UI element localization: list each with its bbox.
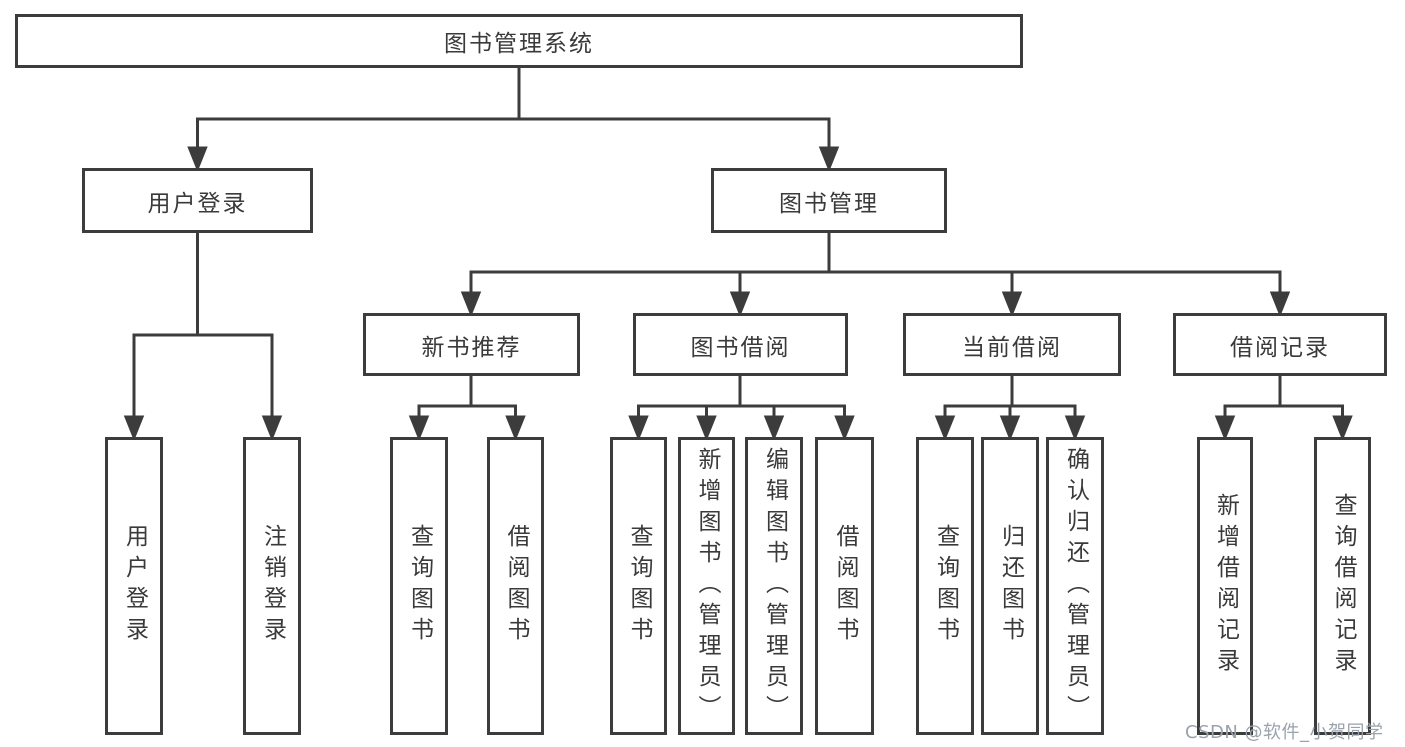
leaf-edit-books-admin: 编辑图书（管理员） (745, 437, 803, 735)
node-label: 借阅图书 (503, 524, 529, 648)
node-label: 查询借阅记录 (1330, 493, 1356, 679)
node-label: 查询图书 (932, 524, 959, 648)
node-label: 新增借阅记录 (1212, 493, 1239, 679)
node-user-login: 用户登录 (82, 168, 313, 233)
node-book-borrowing: 图书借阅 (633, 313, 848, 376)
node-label: 编辑图书（管理员） (761, 446, 788, 726)
leaf-logout: 注销登录 (243, 437, 301, 735)
node-label: 当前借阅 (962, 334, 1062, 361)
leaf-query-books: 查询图书 (916, 437, 974, 735)
node-label: 确认归还（管理员） (1062, 446, 1089, 726)
leaf-confirm-return-admin: 确认归还（管理员） (1046, 437, 1104, 735)
node-label: 借阅记录 (1230, 334, 1330, 361)
node-label: 新增图书（管理员） (694, 446, 720, 726)
leaf-query-borrow-record: 查询借阅记录 (1314, 437, 1371, 735)
csdn-watermark: CSDN @软件_小贺同学 (1185, 722, 1384, 743)
leaf-borrow-books: 借阅图书 (487, 437, 544, 735)
node-label: 查询图书 (406, 524, 433, 648)
node-label: 借阅图书 (832, 524, 858, 648)
node-new-book-recommendation: 新书推荐 (363, 313, 580, 376)
node-label: 注销登录 (259, 524, 286, 648)
leaf-query-books: 查询图书 (390, 437, 448, 735)
node-label: 查询图书 (626, 524, 652, 648)
node-label: 图书管理 (779, 190, 879, 217)
node-label: 图书管理系统 (444, 31, 594, 57)
leaf-borrow-books: 借阅图书 (815, 437, 874, 735)
node-label: 用户登录 (147, 190, 248, 217)
node-label: 用户登录 (121, 524, 148, 648)
leaf-return-books: 归还图书 (981, 437, 1039, 735)
node-current-borrowing: 当前借阅 (903, 313, 1121, 376)
leaf-query-books: 查询图书 (610, 437, 667, 735)
node-library-management-system: 图书管理系统 (15, 14, 1023, 68)
leaf-user-login: 用户登录 (105, 437, 163, 735)
node-book-management: 图书管理 (711, 168, 947, 233)
node-label: 图书借阅 (690, 334, 791, 361)
leaf-add-books-admin: 新增图书（管理员） (678, 437, 735, 735)
leaf-add-borrow-record: 新增借阅记录 (1197, 437, 1253, 735)
node-borrowing-records: 借阅记录 (1173, 313, 1387, 376)
node-label: 归还图书 (997, 524, 1024, 648)
node-label: 新书推荐 (421, 334, 522, 361)
